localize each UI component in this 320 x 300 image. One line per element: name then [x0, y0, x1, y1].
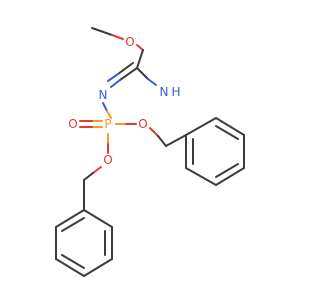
- ring-lower-bond-4: [55, 258, 85, 277]
- structure-canvas: O N N H P O O O: [55, 27, 245, 277]
- ring-right-inner-1: [215, 125, 239, 140]
- ring-right-bond-4: [215, 167, 245, 186]
- o-ch2-lower-c: [83, 172, 94, 181]
- atom-amine-hydrogen: H: [171, 85, 180, 99]
- atom-amine-nitrogen: N: [160, 85, 169, 99]
- n-p-bond-p: [106, 110, 112, 119]
- o-c-bond-o-part: [136, 44, 144, 51]
- o-c-bond-c-part: [136, 49, 144, 69]
- atom-oxo-oxygen: O: [68, 117, 77, 131]
- c-n-imine-bond-2: [117, 62, 134, 75]
- c-n-imine-bond-2n: [107, 73, 119, 82]
- ring-lower-bond-6: [55, 209, 85, 228]
- ring-lower-inner-2: [61, 254, 85, 269]
- n-p-bond-n: [102, 102, 108, 112]
- ring-right-bond-2: [215, 117, 245, 136]
- atom-imine-nitrogen: N: [99, 88, 108, 102]
- atom-ester-oxygen-lower: O: [103, 153, 112, 167]
- ring-right-inner-2: [215, 163, 239, 178]
- ring-lower-inner-3: [61, 217, 85, 232]
- atom-phosphorus: P: [104, 117, 111, 131]
- o-ch2-lower-o: [92, 166, 102, 174]
- atom-methoxy-oxygen: O: [125, 35, 134, 49]
- c-n-amine-bond-n: [147, 78, 157, 86]
- ring-right-bond-1: [185, 117, 217, 136]
- o-ch2-right-o: [149, 127, 159, 137]
- ring-lower-bond-3: [83, 258, 113, 277]
- molecule-structure: O N N H P O O O: [55, 27, 245, 277]
- atom-ester-oxygen-right: O: [138, 117, 147, 131]
- c-n-imine-bond-1n: [110, 79, 121, 88]
- ring-lower-bond-1: [83, 209, 113, 228]
- ring-right-bond-5: [185, 167, 217, 186]
- o-ch2-right-c: [157, 135, 167, 147]
- methyl-bond: [91, 27, 113, 36]
- c-n-amine-bond: [136, 67, 149, 80]
- c-n-imine-bond-1: [119, 67, 138, 81]
- methyl-bond-o-part: [111, 34, 124, 40]
- ch2-ring-bond-right: [165, 134, 187, 147]
